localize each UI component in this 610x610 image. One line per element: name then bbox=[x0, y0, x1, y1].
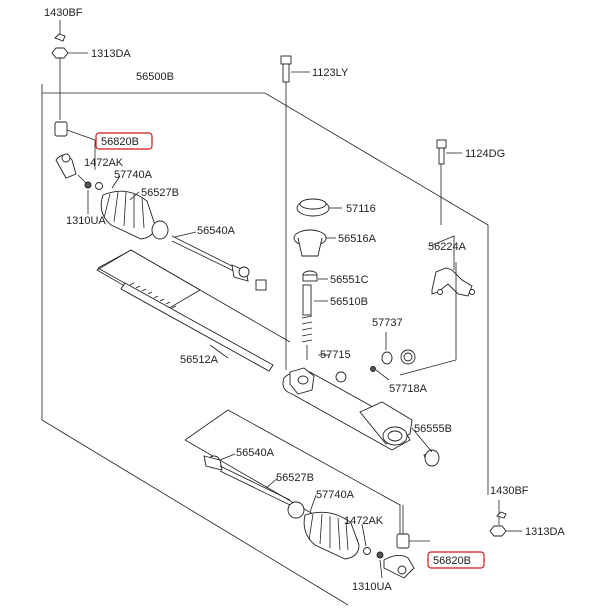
highlight-box-left bbox=[95, 132, 153, 150]
label-1310ua-right: 1310UA bbox=[352, 581, 392, 593]
rack bbox=[120, 282, 274, 372]
bolt-1123 bbox=[280, 55, 292, 370]
left-boot-group bbox=[84, 140, 169, 240]
label-56510b: 56510B bbox=[330, 296, 368, 308]
label-56500b: 56500B bbox=[136, 71, 174, 83]
small-parts bbox=[335, 349, 416, 383]
label-57740a-right: 57740A bbox=[316, 489, 355, 501]
gear-housing bbox=[282, 367, 440, 467]
label-57715: 57715 bbox=[320, 349, 351, 361]
label-1313da-bottom: 1313DA bbox=[525, 526, 565, 538]
label-1123ly: 1123LY bbox=[312, 67, 349, 79]
label-56540a-right: 56540A bbox=[236, 447, 275, 459]
label-56540a-left: 56540A bbox=[197, 225, 236, 237]
leader-lines bbox=[59, 20, 462, 579]
label-56512a: 56512A bbox=[180, 354, 219, 366]
pinion bbox=[301, 284, 313, 360]
left-inner-rod bbox=[171, 235, 267, 291]
top-left-hardware bbox=[51, 22, 96, 179]
assembly-outline bbox=[41, 84, 489, 606]
rack-subgroup-outline bbox=[96, 249, 291, 361]
label-1310ua-left: 1310UA bbox=[66, 215, 106, 227]
label-1472ak-left: 1472AK bbox=[84, 157, 124, 169]
right-tie-rod-end bbox=[383, 500, 522, 579]
label-56820b-left: 56820B bbox=[101, 136, 139, 148]
label-56527b-left: 56527B bbox=[141, 187, 179, 199]
label-57116: 57116 bbox=[346, 203, 376, 215]
label-1430bf-bottom: 1430BF bbox=[490, 485, 529, 497]
mounts bbox=[293, 198, 330, 282]
label-56516a: 56516A bbox=[338, 233, 377, 245]
label-1313da-top: 1313DA bbox=[91, 48, 131, 60]
label-1472ak-right: 1472AK bbox=[344, 515, 384, 527]
label-56551c: 56551C bbox=[330, 274, 369, 286]
label-56555b: 56555B bbox=[414, 423, 452, 435]
label-57737: 57737 bbox=[372, 317, 403, 329]
label-56527b-right: 56527B bbox=[276, 472, 314, 484]
label-56224a: 56224A bbox=[428, 241, 467, 253]
label-1124dg: 1124DG bbox=[465, 148, 505, 160]
bracket bbox=[399, 235, 475, 376]
label-1430bf-top: 1430BF bbox=[44, 7, 83, 19]
label-57740a-left: 57740A bbox=[114, 169, 153, 181]
bolt-1124 bbox=[436, 139, 447, 225]
highlight-box-right bbox=[427, 551, 485, 569]
label-57718a: 57718A bbox=[389, 383, 428, 395]
label-56820b-right: 56820B bbox=[433, 555, 471, 567]
right-rod-group bbox=[203, 455, 384, 560]
